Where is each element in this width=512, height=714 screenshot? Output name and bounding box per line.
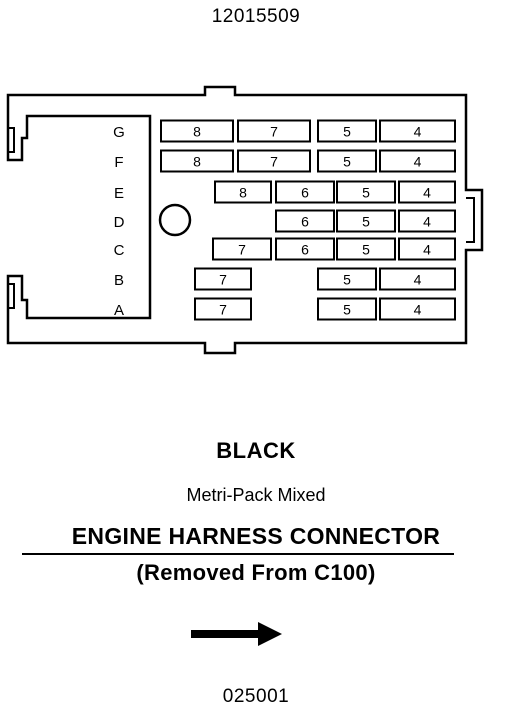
cavity-outline (237, 119, 311, 143)
row-letter-d: D (114, 214, 125, 231)
cavity-outline (398, 209, 456, 233)
cavity-label: 8 (193, 124, 201, 140)
cavity-outline (379, 297, 456, 321)
left-notch-bottom (8, 283, 15, 309)
cavity-label: 7 (270, 154, 278, 170)
cavity-d-4: 4 (398, 209, 456, 233)
cavity-b-7: 7 (194, 267, 252, 291)
cavity-e-5: 5 (336, 180, 396, 204)
cavity-e-4: 4 (398, 180, 456, 204)
cavity-label: 7 (270, 124, 278, 140)
connector-housing (6, 85, 484, 355)
cavity-a-5: 5 (317, 297, 377, 321)
row-letter-e: E (114, 185, 124, 202)
cavity-outline (275, 209, 335, 233)
cavity-outline (160, 149, 234, 173)
cavity-g-8: 8 (160, 119, 234, 143)
cavity-label: 5 (343, 154, 351, 170)
cavity-outline (237, 149, 311, 173)
cavity-outline (379, 119, 456, 143)
cavity-label: 6 (301, 214, 309, 230)
row-letter-b: B (114, 272, 124, 289)
cavity-f-4: 4 (379, 149, 456, 173)
cavity-label: 8 (193, 154, 201, 170)
cavity-label: 5 (343, 302, 351, 318)
cavity-b-4: 4 (379, 267, 456, 291)
row-letter-f: F (114, 154, 123, 171)
cavity-label: 4 (423, 214, 431, 230)
connector-color-label: BLACK (216, 438, 296, 463)
latch-tab (466, 197, 475, 243)
cavity-f-7: 7 (237, 149, 311, 173)
polarization-circle (158, 203, 192, 237)
cavity-outline (336, 237, 396, 261)
cavity-f-8: 8 (160, 149, 234, 173)
part-number: 12015509 (211, 6, 301, 27)
connector-title: ENGINE HARNESS CONNECTOR (71, 523, 441, 549)
row-letter-a: A (114, 302, 124, 319)
cavity-outline (398, 237, 456, 261)
cavity-label: 4 (414, 124, 422, 140)
cavity-e-6: 6 (275, 180, 335, 204)
cavity-label: 6 (301, 185, 309, 201)
cavity-g-5: 5 (317, 119, 377, 143)
cavity-g-4: 4 (379, 119, 456, 143)
cavity-outline (194, 297, 252, 321)
cavity-label: 5 (343, 272, 351, 288)
cavity-label: 4 (414, 154, 422, 170)
cavity-label: 4 (423, 242, 431, 258)
cavity-outline (317, 149, 377, 173)
cavity-outline (212, 237, 272, 261)
cavity-label: 8 (239, 185, 247, 201)
connector-subtitle: (Removed From C100) (136, 560, 376, 585)
connector-type-label: Metri-Pack Mixed (186, 485, 326, 505)
cavity-label: 5 (362, 214, 370, 230)
cavity-label: 6 (301, 242, 309, 258)
cavity-c-5: 5 (336, 237, 396, 261)
cavity-outline (275, 237, 335, 261)
cavity-outline (379, 267, 456, 291)
cavity-g-7: 7 (237, 119, 311, 143)
cavity-outline (275, 180, 335, 204)
cavity-outline (336, 180, 396, 204)
cavity-d-5: 5 (336, 209, 396, 233)
row-letter-c: C (114, 242, 125, 259)
footer-code: 025001 (222, 686, 290, 707)
cavity-outline (317, 297, 377, 321)
cavity-outline (194, 267, 252, 291)
cavity-label: 7 (219, 272, 227, 288)
cavities: 8 7 5 4 8 7 5 4 8 6 5 4 6 5 4 7 6 5 4 7 5 4 7 5 4 (160, 119, 456, 321)
cavity-outline (379, 149, 456, 173)
cavity-f-5: 5 (317, 149, 377, 173)
cavity-label: 4 (423, 185, 431, 201)
cavity-outline (317, 119, 377, 143)
cavity-c-7: 7 (212, 237, 272, 261)
cavity-label: 5 (362, 185, 370, 201)
cavity-c-6: 6 (275, 237, 335, 261)
cavity-label: 4 (414, 272, 422, 288)
cavity-a-7: 7 (194, 297, 252, 321)
cavity-c-4: 4 (398, 237, 456, 261)
row-letter-g: G (113, 124, 125, 141)
cavity-a-4: 4 (379, 297, 456, 321)
cavity-b-5: 5 (317, 267, 377, 291)
cavity-outline (160, 119, 234, 143)
cavity-d-6: 6 (275, 209, 335, 233)
cavity-label: 5 (362, 242, 370, 258)
cavity-outline (317, 267, 377, 291)
cavity-label: 4 (414, 302, 422, 318)
left-notch-top (8, 127, 15, 153)
cavity-label: 7 (238, 242, 246, 258)
cavity-label: 5 (343, 124, 351, 140)
title-underline (22, 553, 454, 555)
cavity-outline (398, 180, 456, 204)
cavity-outline (214, 180, 272, 204)
cavity-label: 7 (219, 302, 227, 318)
cavity-outline (336, 209, 396, 233)
cavity-e-8: 8 (214, 180, 272, 204)
